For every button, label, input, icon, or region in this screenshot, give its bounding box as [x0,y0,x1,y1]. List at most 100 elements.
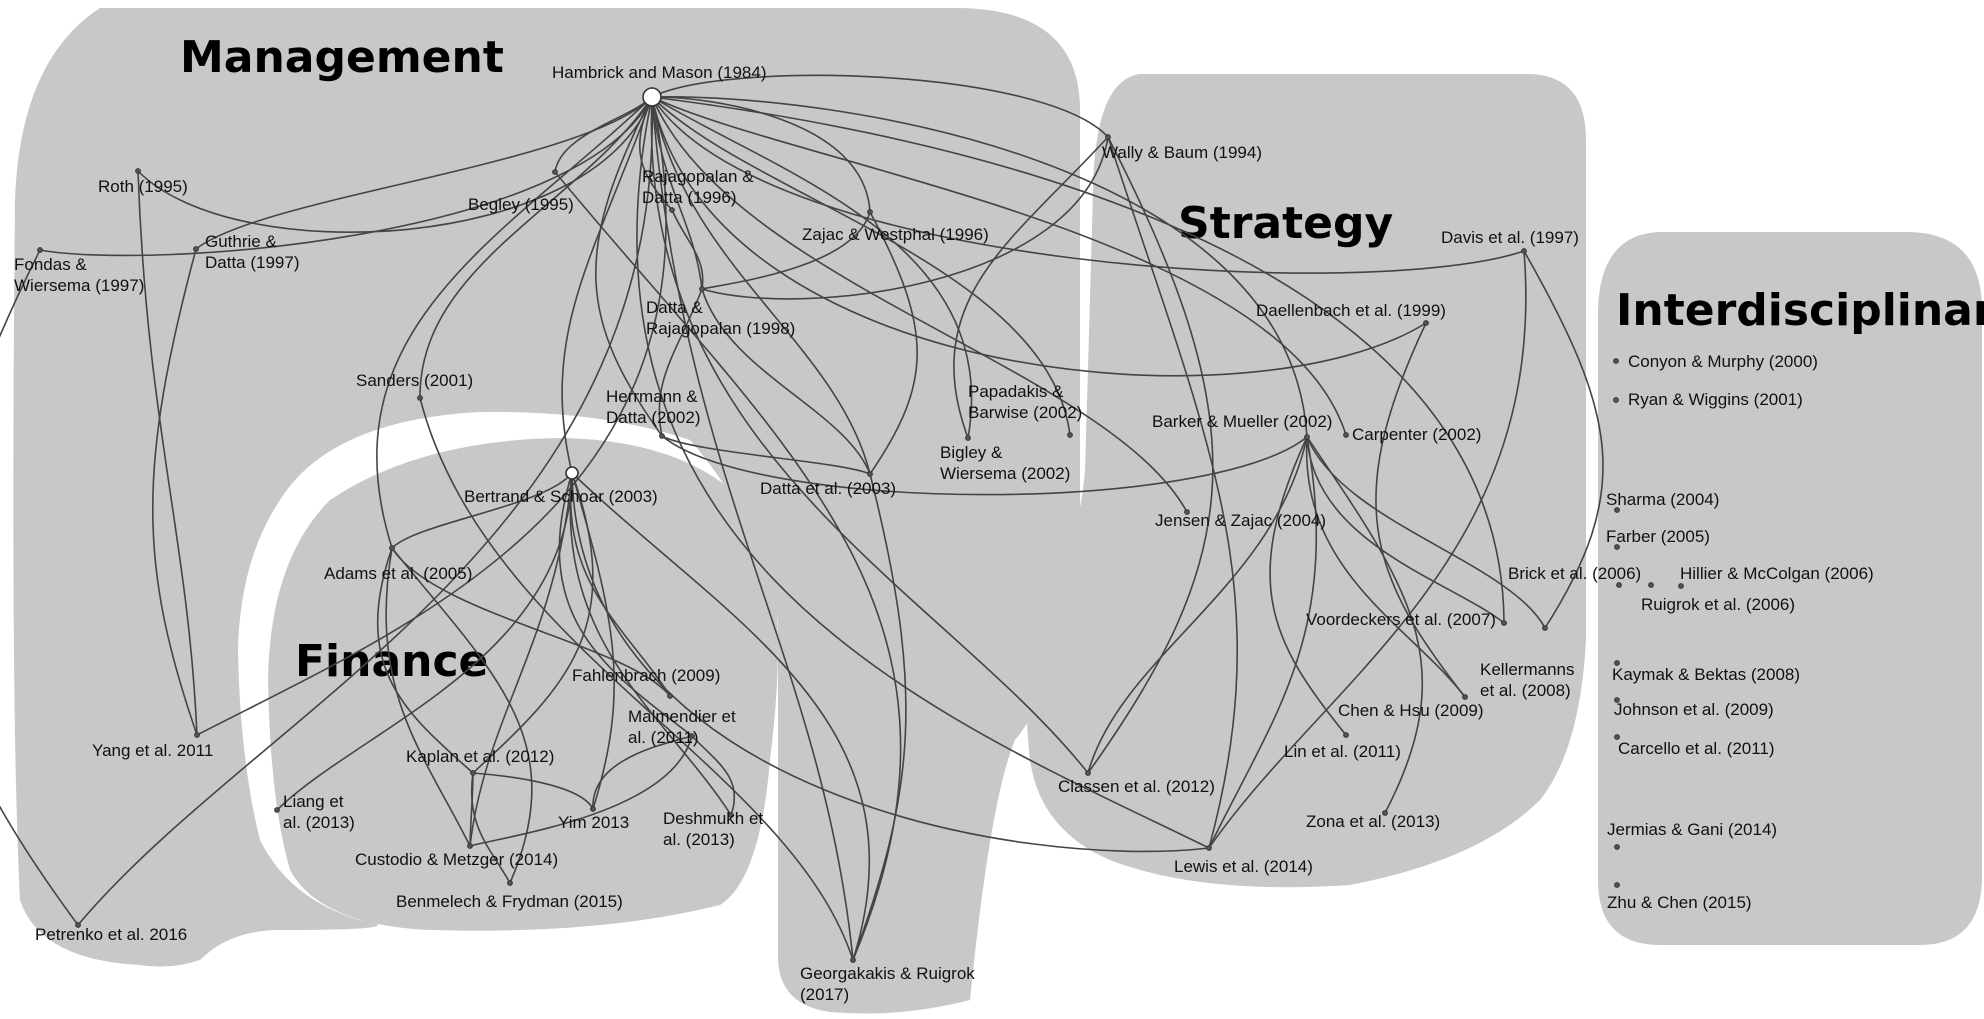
node-rajagopalan [669,207,675,213]
edge-bertrand-liang [276,472,573,811]
node-label-carpenter: Carpenter (2002) [1352,425,1481,444]
edge-herrmann-barker [661,435,1308,496]
edge-hambrick-classen [650,96,1089,774]
finance-region [268,438,778,931]
node-fahlenbrach [667,693,673,699]
node-label-hillier: Hillier & McColgan (2006) [1680,564,1874,583]
node-label-voordeckers: Voordeckers et al. (2007) [1306,610,1496,629]
edge-hambrick-voordeckers [651,96,1505,624]
node-chenhsu [1462,694,1468,700]
node-guthrie [193,246,199,252]
node-georgakakis [850,957,856,963]
edge-hambrick-petrenko [77,96,653,926]
edge-bertrand-adams [391,472,573,549]
node-label-sanders: Sanders (2001) [356,371,473,390]
management-region [13,8,1080,1014]
node-label-adams: Adams et al. (2005) [324,564,472,583]
edge-hambrick-fondas [39,96,653,257]
edge-barker-voordeckers [1306,436,1505,624]
edge-zajac-dattarajag [701,211,871,290]
node-label-bertrand: Bertrand & Schoar (2003) [464,487,658,506]
node-label-zhu: Zhu & Chen (2015) [1607,893,1752,912]
node-label-wally: Wally & Baum (1994) [1102,143,1262,162]
node-label-carcello: Carcello et al. (2011) [1618,739,1775,758]
node-label-roth: Roth (1995) [98,177,188,196]
node-ryan [1613,397,1619,403]
node-label-yang: Yang et al. 2011 [92,741,213,760]
edge-barker-chenhsu [1305,436,1466,698]
node-liang [274,807,280,813]
node-dattarajag [699,286,705,292]
node-label-hambrick: Hambrick and Mason (1984) [552,63,766,82]
node-hillier [1648,582,1654,588]
edge-hambrick-yang [196,96,667,736]
edge-guthrie-yang [152,248,198,736]
node-begley [552,169,558,175]
node-farber [1614,544,1620,550]
node-zajac [867,209,873,215]
node-label-dattarajag: Datta &Rajagopalan (1998) [646,298,795,338]
edge-hambrick-bigley [651,96,1071,436]
interdisciplinary-region-title: Interdisciplinary [1616,285,1984,336]
edge-barker-classen [1087,436,1308,774]
edge-bertrand-georgakakis [571,472,871,961]
node-kellermanns [1542,625,1548,631]
edge-dattarajag-herrmann [658,288,703,437]
node-label-rajagopalan: Rajagopalan &Datta (1996) [642,167,754,207]
node-johnson [1614,697,1620,703]
node-label-jermias: Jermias & Gani (2014) [1607,820,1777,839]
edge-hambrick-adams [376,96,653,549]
node-label-brick: Brick et al. (2006) [1508,564,1641,583]
node-label-fahlenbrach: Fahlenbrach (2009) [572,666,720,685]
edge-sanders-georgakakis [419,397,854,961]
edge-zajac-datta2003 [869,211,918,475]
node-label-datta2003: Datta et al. (2003) [760,479,896,498]
edge-fondas-petrenko [0,249,79,926]
edge-datta2003-georgakakis [852,473,907,961]
edge-hambrick-georgakakis [651,96,854,961]
edge-hambrick-wally [651,74,1109,138]
node-label-bigley: Bigley &Wiersema (2002) [940,443,1070,483]
edge-hambrick-dattarajag [651,96,703,290]
node-label-classen: Classen et al. (2012) [1058,777,1215,796]
node-label-georgakakis: Georgakakis & Ruigrok(2017) [800,964,975,1004]
edge-bertrand-malmendier [558,472,693,737]
node-label-sharma: Sharma (2004) [1606,490,1719,509]
edge-hambrick-sanders [419,96,653,399]
node-yang [194,732,200,738]
edge-hambrick-davis [651,96,1525,274]
edge-wally-classen [1087,136,1214,774]
node-classen [1085,770,1091,776]
node-yim [590,806,596,812]
node-label-guthrie: Guthrie &Datta (1997) [205,232,300,272]
edge-barker-kellermanns [1306,436,1546,629]
node-label-zajac: Zajac & Westphal (1996) [802,225,989,244]
edge-hambrick-bertrand [561,96,653,474]
edge-dattarajag-datta2003 [701,288,871,475]
node-bertrand [565,466,579,480]
edge-barker-lin [1269,436,1347,736]
node-kaymak [1614,660,1620,666]
node-label-kaymak: Kaymak & Bektas (2008) [1612,665,1800,684]
node-fondas [37,247,43,253]
edge-hambrick-begley [554,96,653,173]
edge-adams-benmelech [391,547,533,884]
edge-bertrand-yim [571,472,615,810]
node-label-ruigrok: Ruigrok et al. (2006) [1641,595,1795,614]
node-label-custodio: Custodio & Metzger (2014) [355,850,558,869]
edge-daellenbach-chenhsu [1375,322,1466,698]
node-label-begley: Begley (1995) [468,195,574,214]
edge-herrmann-datta2003 [661,435,871,475]
node-malmendier [689,733,695,739]
edge-hambrick-herrmann [595,96,663,437]
edge-davis-kellermanns [1523,250,1604,629]
node-daellenbach [1423,320,1429,326]
edge-rajagopalan-dattarajag [671,209,704,290]
edge-barker-lewis [1208,436,1318,849]
management-region-title: Management [180,32,504,83]
